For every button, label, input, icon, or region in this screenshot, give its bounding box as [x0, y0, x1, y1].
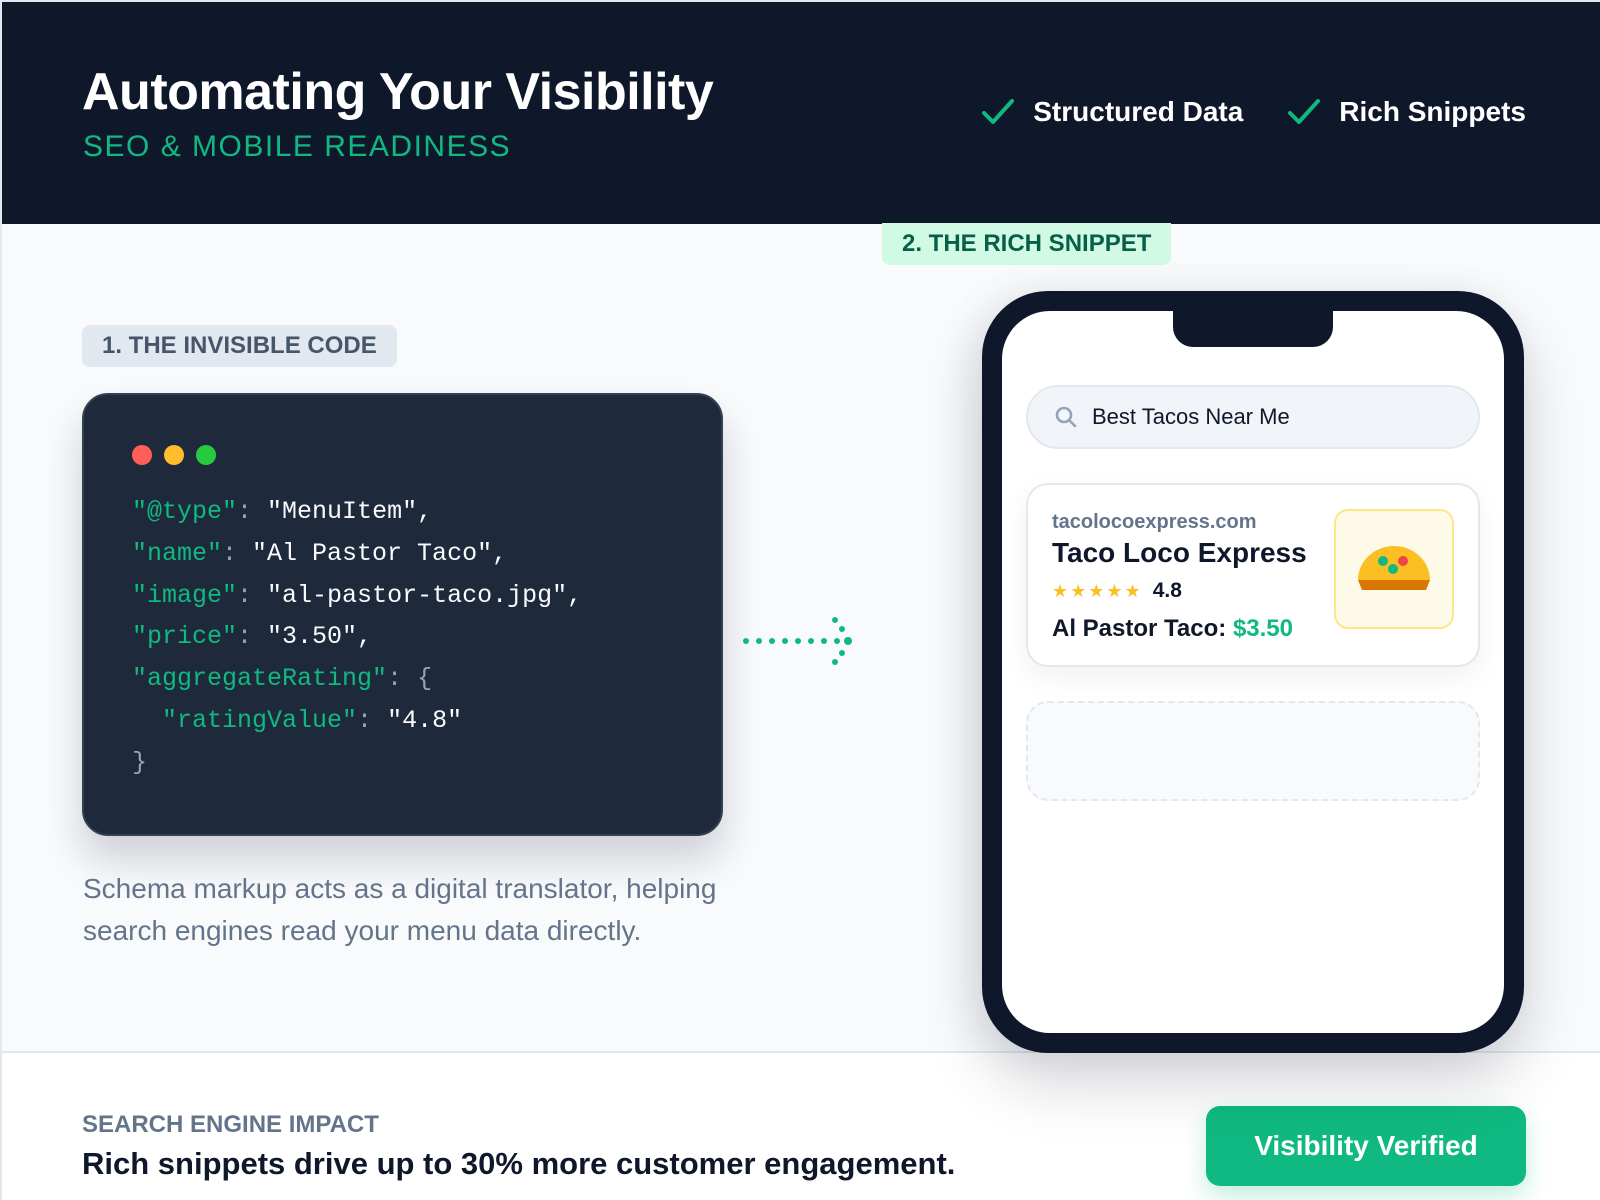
search-query: Best Tacos Near Me	[1092, 404, 1290, 429]
result-rating: ★★★★★ 4.8	[1052, 579, 1182, 603]
placeholder-result	[1026, 701, 1480, 801]
result-business-name[interactable]: Taco Loco Express	[1052, 537, 1307, 568]
badge-label: Structured Data	[1033, 96, 1244, 127]
close-dot-icon	[132, 445, 152, 465]
section-label-invisible-code: 1. THE INVISIBLE CODE	[82, 325, 397, 367]
code-line: "@type": "MenuItem",	[132, 497, 433, 526]
menu-item-price: $3.50	[1232, 615, 1293, 642]
footer: SEARCH ENGINE IMPACT Rich snippets drive…	[2, 1051, 1600, 1200]
rating-value: 4.8	[1152, 579, 1182, 602]
star-rating-icon: ★★★★★	[1052, 580, 1143, 601]
badge-structured-data: Structured Data	[981, 96, 1243, 128]
header: Automating Your Visibility SEO & MOBILE …	[2, 2, 1600, 224]
code-line: "ratingValue": "4.8"	[132, 705, 463, 735]
result-domain[interactable]: tacolocoexpress.com	[1052, 511, 1257, 533]
maximize-dot-icon	[196, 445, 216, 465]
phone-mockup: Best Tacos Near Me tacolocoexpress.com T…	[982, 291, 1524, 1053]
taco-icon	[1358, 546, 1430, 590]
code-line: "price": "3.50",	[132, 622, 373, 652]
badge-rich-snippets: Rich Snippets	[1287, 96, 1526, 128]
impact-label: SEARCH ENGINE IMPACT	[82, 1111, 379, 1138]
phone-notch	[1173, 311, 1333, 347]
page-title: Automating Your Visibility	[82, 63, 714, 121]
search-input[interactable]: Best Tacos Near Me	[1026, 385, 1480, 449]
dotted-arrow-icon	[743, 617, 852, 665]
feature-badges: Structured Data Rich Snippets	[981, 96, 1526, 128]
result-thumbnail	[1334, 509, 1454, 629]
impact-headline: Rich snippets drive up to 30% more custo…	[82, 1146, 956, 1181]
window-controls	[132, 445, 216, 465]
code-window: "@type": "MenuItem", "name": "Al Pastor T…	[82, 393, 723, 836]
section-label-rich-snippet: 2. THE RICH SNIPPET	[882, 223, 1172, 265]
minimize-dot-icon	[164, 445, 184, 465]
visibility-verified-button[interactable]: Visibility Verified	[1206, 1106, 1526, 1186]
menu-item-name: Al Pastor Taco:	[1052, 615, 1227, 642]
code-line: "aggregateRating": {	[132, 664, 433, 694]
page-subtitle: SEO & MOBILE READINESS	[83, 130, 512, 163]
code-line: }	[132, 747, 148, 777]
badge-label: Rich Snippets	[1339, 96, 1526, 127]
search-result-card[interactable]: tacolocoexpress.com Taco Loco Express ★★…	[1026, 483, 1480, 667]
code-line: "name": "Al Pastor Taco",	[132, 538, 508, 568]
check-icon	[1288, 99, 1321, 124]
code-line: "image": "al-pastor-taco.jpg",	[132, 580, 583, 610]
schema-code: "@type": "MenuItem", "name": "Al Pastor T…	[132, 491, 582, 784]
check-icon	[982, 99, 1015, 124]
result-price-line: Al Pastor Taco: $3.50	[1052, 615, 1293, 643]
phone-screen: Best Tacos Near Me tacolocoexpress.com T…	[1002, 311, 1504, 1033]
search-icon	[1055, 406, 1077, 428]
schema-description: Schema markup acts as a digital translat…	[83, 873, 717, 946]
